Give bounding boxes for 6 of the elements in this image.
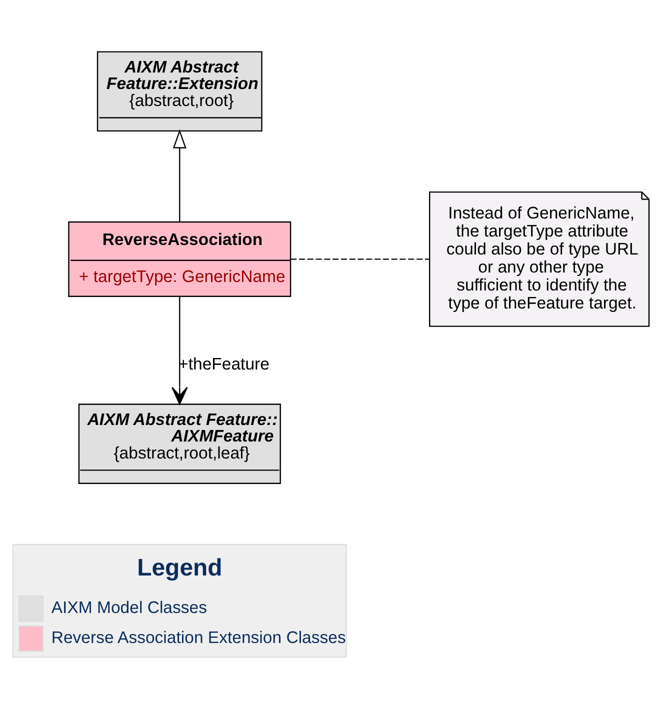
legend-label: AIXM Model Classes xyxy=(51,598,207,618)
arrow xyxy=(172,129,186,222)
legend-label: Reverse Association Extension Classes xyxy=(51,628,346,648)
label: Legend xyxy=(137,554,222,582)
arrow xyxy=(172,296,188,405)
connector xyxy=(290,258,430,260)
